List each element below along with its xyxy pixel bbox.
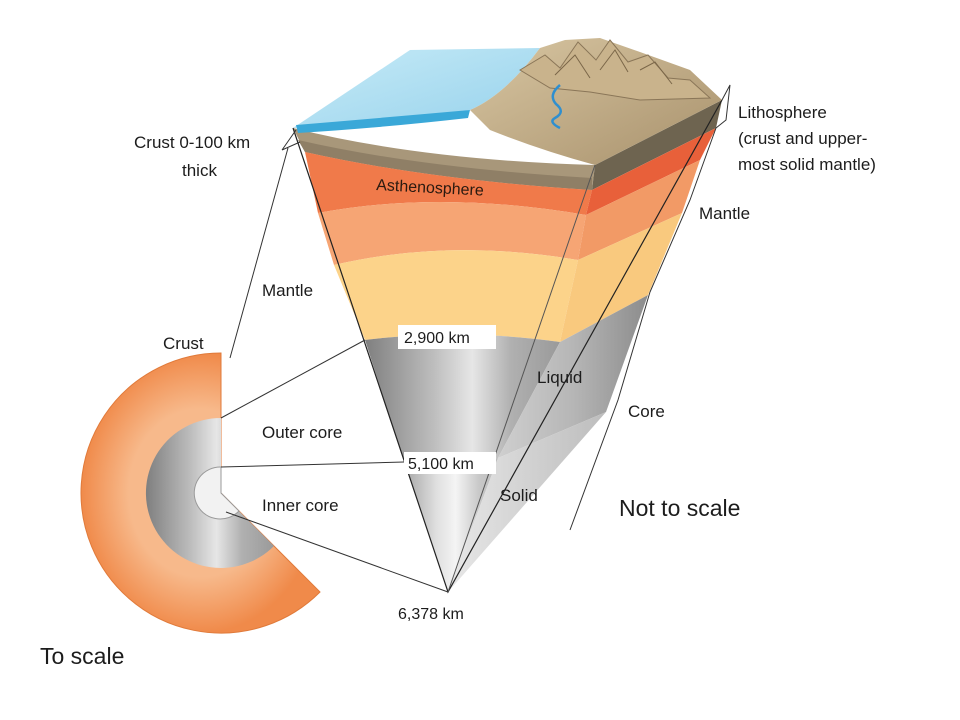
depth-2900-bg — [398, 325, 496, 349]
wedge-edge — [447, 164, 596, 593]
earth-wedge — [292, 38, 723, 594]
depth-6378-label: 6,378 km — [398, 606, 464, 623]
crust-thickness-label-2: thick — [182, 161, 217, 180]
asthenosphere-label: Asthenosphere — [376, 177, 484, 200]
core-bracket — [569, 291, 651, 531]
to-scale-sphere — [80, 352, 321, 634]
front-asthenosphere — [305, 152, 592, 215]
front-upper-mantle — [318, 201, 586, 265]
mantle-label-left: Mantle — [262, 281, 313, 300]
crust-thickness-label: Crust 0-100 km — [134, 133, 250, 152]
front-lower-mantle — [334, 250, 578, 342]
side-asthenosphere — [586, 128, 716, 215]
front-inner-core — [404, 458, 498, 592]
river — [551, 84, 562, 130]
lithosphere-bracket — [715, 84, 731, 129]
front-outer-core — [365, 334, 560, 462]
core-label-right: Core — [628, 402, 665, 421]
inner-core-top-leader — [220, 461, 405, 468]
center-leader — [225, 511, 449, 593]
outer-core-label: Outer core — [262, 423, 342, 442]
lithosphere-label-3: most solid mantle) — [738, 155, 876, 174]
mountains — [519, 39, 712, 101]
side-upper-mantle — [578, 160, 700, 260]
lithosphere-label: Lithosphere — [738, 103, 827, 122]
ocean-edge — [296, 110, 470, 133]
side-crust — [592, 100, 722, 190]
solid-label: Solid — [500, 486, 538, 505]
side-liquid-core — [498, 295, 648, 458]
labels: Crust 0-100 km thick Crust Mantle Outer … — [40, 103, 876, 669]
mountain-ridge-lines — [554, 49, 673, 85]
top-ocean — [293, 48, 540, 128]
front-crust-lower — [298, 140, 592, 190]
sphere-inner-core — [193, 466, 240, 520]
liquid-label: Liquid — [537, 368, 582, 387]
inner-core-label: Inner core — [262, 496, 339, 515]
leader-lines — [220, 84, 731, 593]
crust-label: Crust — [163, 334, 204, 353]
depth-2900-label: 2,900 km — [404, 330, 470, 347]
side-solid-core — [448, 412, 606, 592]
side-lower-mantle — [560, 213, 682, 342]
to-scale-label: To scale — [40, 643, 124, 669]
outer-core-top-leader — [220, 339, 366, 419]
not-to-scale-label: Not to scale — [619, 495, 740, 521]
depth-5100-label: 5,100 km — [408, 456, 474, 473]
depth-5100-bg — [404, 452, 496, 474]
crust-leader — [229, 129, 301, 359]
lithosphere-label-2: (crust and upper- — [738, 129, 867, 148]
mantle-label-right: Mantle — [699, 204, 750, 223]
mantle-bracket — [649, 127, 717, 293]
